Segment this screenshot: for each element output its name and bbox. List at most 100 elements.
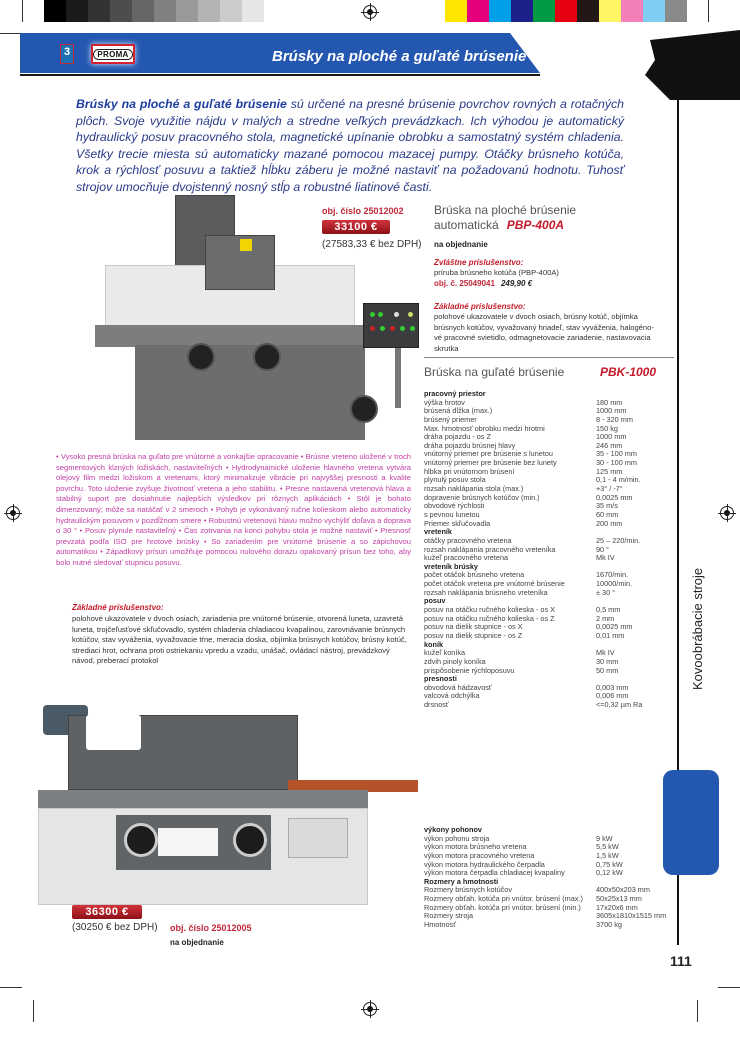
page-title: Brúsky na ploché a guľaté brúsenie <box>272 48 527 65</box>
spec-label: obvodové rýchlosti <box>424 502 485 511</box>
crop-mark <box>697 1000 698 1022</box>
spec-label: posuv na dielik stupnice - os X <box>424 623 523 632</box>
spec-label: Rozmery brúsnych kotúčov <box>424 886 513 895</box>
side-rule <box>677 90 679 945</box>
spec-label: posuv na dielik stupnice - os Z <box>424 631 523 640</box>
spec-label: prispôsobenie rýchloposuvu <box>424 666 515 675</box>
spec-row: Rozmery obťah. kotúča pri vnútor. brúsen… <box>424 894 674 904</box>
spec-value: <=0,32 µm Ra <box>596 700 643 710</box>
brand-name: PROMA <box>93 48 133 60</box>
availability: na objednanie <box>434 240 488 249</box>
spec-value: +3° / -7° <box>596 484 623 494</box>
spec-label: výška hrotov <box>424 398 465 407</box>
spec-value: 10000/min. <box>596 579 633 589</box>
spec-row: prispôsobenie rýchloposuvu 50 mm <box>424 665 674 676</box>
color-swatch <box>220 0 242 22</box>
spec-label: Rozmery a hmotnosti <box>424 877 499 886</box>
color-swatch <box>154 0 176 22</box>
spec-value: 35 m/s <box>596 501 618 511</box>
spec-value: 150 kg <box>596 423 618 433</box>
registration-mark-icon <box>4 504 22 522</box>
spec-label: Rozmery stroja <box>424 912 474 921</box>
crop-mark <box>0 987 22 988</box>
spec-value: 50 mm <box>596 665 619 675</box>
spec-row: brúsená dĺžka (max.)1000 mm <box>424 407 674 416</box>
color-swatch <box>176 0 198 22</box>
spec-row: dopravenie brúsnych kotúčov (min.)0,0025… <box>424 493 674 503</box>
spec-value: 1670/min. <box>596 570 629 580</box>
product-description: • Vysoko presná brúska na guľato pre vnú… <box>56 452 411 567</box>
spec-label: posuv <box>424 597 446 606</box>
spec-label: posuv na otáčku ručného kolieska - os X <box>424 606 556 615</box>
spec-group-header: vreteník brúsky <box>424 563 674 572</box>
spec-label: kužeľ pracovného vretena <box>424 554 509 563</box>
spec-label: výkon motora hydraulického čerpadla <box>424 860 545 869</box>
registration-mark-icon <box>718 504 736 522</box>
crop-mark <box>22 0 23 22</box>
section-tab <box>663 770 719 875</box>
color-swatch <box>665 0 687 22</box>
spec-label: hĺbka pri vnútornom brúsení <box>424 467 515 476</box>
price-tag: 36300 € <box>72 905 142 919</box>
spec-product-title: Brúska na guľaté brúsenie <box>424 365 565 379</box>
spec-label: počet otáčok vretena pre vnútorné brúsen… <box>424 580 565 589</box>
spec-value: 200 mm <box>596 518 623 528</box>
spec-label: rozsah naklápania pracovného vreteníka <box>424 545 556 554</box>
spec-row: počet otáčok vretena pre vnútorné brúsen… <box>424 579 674 589</box>
spec-value: 2 mm <box>596 613 615 623</box>
spec-group-header: koník <box>424 641 674 650</box>
spec-label: plynulý posuv stola <box>424 476 486 485</box>
price-without-vat: (30250 € bez DPH) <box>72 922 158 933</box>
spec-label: Priemer skľučovadla <box>424 519 491 528</box>
logo-badge: 3 <box>60 44 74 64</box>
crop-mark <box>33 1000 34 1022</box>
price-without-vat: (27583,33 € bez DPH) <box>322 239 422 250</box>
spec-label: Hmotnosť <box>424 921 456 930</box>
color-swatch <box>44 0 66 22</box>
product-title-line1: Brúska na ploché brúsenie <box>434 203 577 217</box>
spec-value: 25 – 220/min. <box>596 535 641 545</box>
spec-row: Priemer skľučovadla 200 mm <box>424 518 674 529</box>
spec-label: s pevnou lunetou <box>424 510 480 519</box>
header-divider <box>20 74 540 76</box>
accessory-order-number: obj. č. 25049041 <box>434 279 495 288</box>
spec-value: 125 mm <box>596 466 623 476</box>
spec-label: výkon pohonu stroja <box>424 834 490 843</box>
special-accessories-heading: Zvláštne príslušenstvo: <box>434 258 524 267</box>
spec-label: vreteník brúsky <box>424 562 478 571</box>
special-accessory-item: príruba brúsneho kotúča (PBP-400A) <box>434 268 559 277</box>
spec-label: kužeľ koníka <box>424 649 466 658</box>
color-swatch <box>643 0 665 22</box>
basic-accessories-text: polohové ukazovatele v dvoch osiach, brú… <box>434 312 654 353</box>
spec-value: 1000 mm <box>596 406 627 416</box>
spec-row: výkon motora hydraulického čerpadla 0,75 … <box>424 859 674 870</box>
spec-group-header: výkony pohonov <box>424 826 674 835</box>
color-swatch <box>445 0 467 22</box>
basic-accessories-heading: Základné príslušenstvo: <box>72 603 164 612</box>
color-swatch <box>489 0 511 22</box>
color-swatch <box>467 0 489 22</box>
spec-value: 17x20x6 mm <box>596 902 638 912</box>
intro-paragraph: Brúsky na ploché a guľaté brúsenie sú ur… <box>76 96 624 195</box>
spec-value: 246 mm <box>596 440 623 450</box>
crop-mark <box>0 33 22 34</box>
color-swatch <box>577 0 599 22</box>
registration-mark-icon <box>361 3 379 21</box>
spec-value: 0,1 - 4 m/min. <box>596 475 641 485</box>
color-swatch <box>132 0 154 22</box>
spec-value: 5,5 kW <box>596 842 619 852</box>
spec-label: vreteník <box>424 528 452 537</box>
spec-product-model: PBK-1000 <box>600 365 657 379</box>
spec-value: 0,75 kW <box>596 859 623 869</box>
